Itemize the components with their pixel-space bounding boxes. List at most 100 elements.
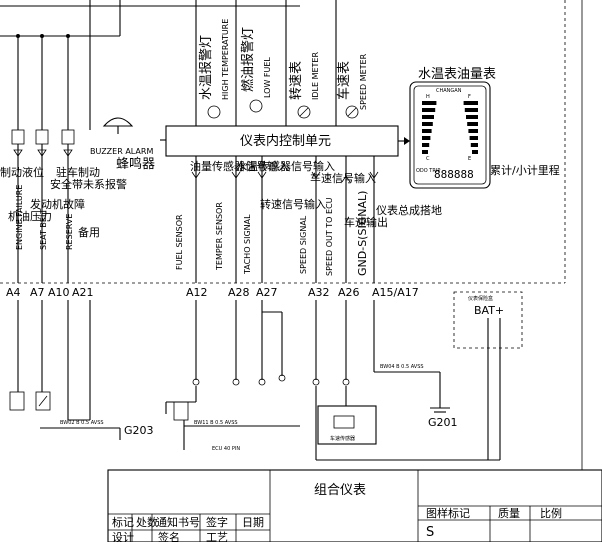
- gauge-bar-segment: [464, 108, 478, 112]
- coolant-warning-cn: 水温报警灯: [198, 35, 214, 100]
- arrow-right-icon: [404, 137, 410, 145]
- speed-signal-label: SPEED SIGNAL: [299, 215, 308, 274]
- wire-label-bw02: BW02 B 0.5 AVSS: [60, 420, 104, 426]
- temper-sensor-label: TEMPER SENSOR: [215, 202, 224, 271]
- pin-a26: A26: [338, 286, 360, 299]
- connector-icon: [278, 374, 286, 382]
- pin-a32: A32: [308, 286, 330, 299]
- header-mark: 图样标记: [426, 506, 470, 520]
- fuel-input-label: 油量传感器信号输入: [190, 159, 289, 173]
- tachometer-en: IDLE METER: [311, 52, 320, 100]
- rev-header-date: 日期: [242, 516, 264, 529]
- odo-label: ODO TRIP: [416, 168, 440, 174]
- speed-out-label: SPEED OUT TO ECU: [325, 197, 334, 276]
- gauge-brand: CHANGAN: [436, 88, 462, 94]
- oil-pressure-label: 机油压力: [8, 209, 52, 223]
- pin-a12: A12: [186, 286, 208, 299]
- gauge-full: F: [468, 94, 471, 100]
- gauge-bar-segment: [466, 115, 478, 119]
- gauge-bar-segment: [467, 122, 478, 126]
- connector-icon: [312, 378, 320, 386]
- pin-a7: A7: [30, 286, 45, 299]
- gauge-bar-segment: [422, 101, 437, 105]
- ground-label: 仪表总成搭地: [376, 203, 442, 217]
- gauge-bar-segment: [422, 115, 434, 119]
- fuel-lamp-icon: [249, 99, 263, 113]
- gauge-bar-segment: [470, 143, 478, 147]
- gauge-bar-segment: [422, 108, 436, 112]
- arrow-up-icon: [341, 175, 351, 183]
- switch-icon: [35, 391, 51, 411]
- switch-lever: [38, 395, 48, 407]
- engine-fault-label: 发动机故障: [30, 197, 85, 211]
- gauge-bezel: [413, 85, 487, 185]
- speed-sensor-box: [317, 405, 377, 445]
- buzzer-cn-label: 蜂鸣器: [116, 156, 155, 172]
- junction-dot: [16, 34, 20, 38]
- gauge-bar-segment: [422, 150, 428, 154]
- connector-icon: [342, 378, 350, 386]
- fuel-warning-en: LOW FUEL: [263, 57, 272, 98]
- arrow-down-icon: [191, 171, 201, 179]
- engine-failure-label: ENGINE FAILURE: [15, 185, 24, 250]
- gauge-bar-segment: [422, 129, 432, 133]
- gnd-signal-label: GND-S(SIGNAL): [356, 191, 369, 276]
- speed-sensor-element: [333, 415, 355, 429]
- connector-icon: [192, 378, 200, 386]
- control-unit-label: 仪表内控制单元: [240, 133, 331, 149]
- wire-label-bw11: BW11 B 0.5 AVSS: [194, 420, 238, 426]
- bat-label: BAT+: [474, 304, 504, 317]
- gauge-hot: H: [426, 94, 430, 100]
- seat-belt-label: SEAT BELT: [39, 209, 48, 250]
- gauge-cold: C: [426, 156, 430, 162]
- odo-caption: 累计/小计里程: [490, 164, 560, 177]
- design-label: 设计: [112, 531, 134, 542]
- ground-g203: G203: [124, 424, 154, 437]
- arrow-down-icon: [231, 171, 241, 179]
- tacho-signal-label: TACHO SIGNAL: [243, 214, 252, 275]
- pin-a10: A10: [48, 286, 70, 299]
- rev-header-notice: 通知书号: [156, 515, 200, 529]
- coolant-warning-en: HIGH TEMPERATURE: [221, 19, 230, 100]
- ground-g201: G201: [428, 416, 458, 429]
- pin-a21: A21: [72, 286, 94, 299]
- drawing-title: 组合仪表: [314, 483, 366, 498]
- tacho-needle: [299, 107, 309, 117]
- gauge-bar-segment: [463, 101, 478, 105]
- gauge-title: 水温表油量表: [418, 67, 496, 82]
- reserve-cn-label: 备用: [78, 225, 100, 239]
- pin-a28: A28: [228, 286, 250, 299]
- fuel-bar-segments: [463, 101, 478, 154]
- tacho-dial-icon: [297, 105, 311, 119]
- buzzer-en-label: BUZZER ALARM: [90, 147, 153, 156]
- switch-icon: [9, 391, 25, 411]
- sign-label: 签名: [158, 530, 180, 542]
- parking-brake-label: 驻车制动: [56, 165, 100, 179]
- temp-input-label: 水温传感器信号输入: [236, 159, 335, 173]
- tacho-input-label: 转速信号输入: [260, 197, 326, 211]
- gauge-bar-segment: [468, 129, 478, 133]
- connector-icon: [258, 378, 266, 386]
- junction-dot: [40, 34, 44, 38]
- gauge-bar-segment: [422, 136, 431, 140]
- seatbelt-warning-label: 安全带未系报警: [50, 177, 127, 191]
- engine-lamp-icon: [11, 129, 25, 145]
- buzzer-icon: [102, 117, 134, 127]
- header-scale: 比例: [540, 506, 562, 520]
- wire-label-bw04: BW04 B 0.5 AVSS: [380, 364, 424, 370]
- coolant-lamp-icon: [207, 105, 221, 119]
- rev-header-mark: 标记: [112, 515, 134, 529]
- mark-value: S: [426, 525, 434, 540]
- speedometer-en: SPEED METER: [359, 53, 368, 110]
- fuel-sensor-icon: [173, 401, 189, 421]
- process-label: 工艺: [206, 531, 228, 542]
- reserve-lamp-icon: [61, 129, 75, 145]
- fuel-warning-cn: 燃油报警灯: [240, 27, 256, 92]
- rev-header-count: 处数: [136, 516, 158, 529]
- speed-input-label: 车速信号输入: [310, 171, 376, 185]
- speedometer-cn: 车速表: [336, 61, 352, 100]
- brake-fluid-label: 制动液位: [0, 165, 44, 179]
- speed-needle: [347, 107, 357, 117]
